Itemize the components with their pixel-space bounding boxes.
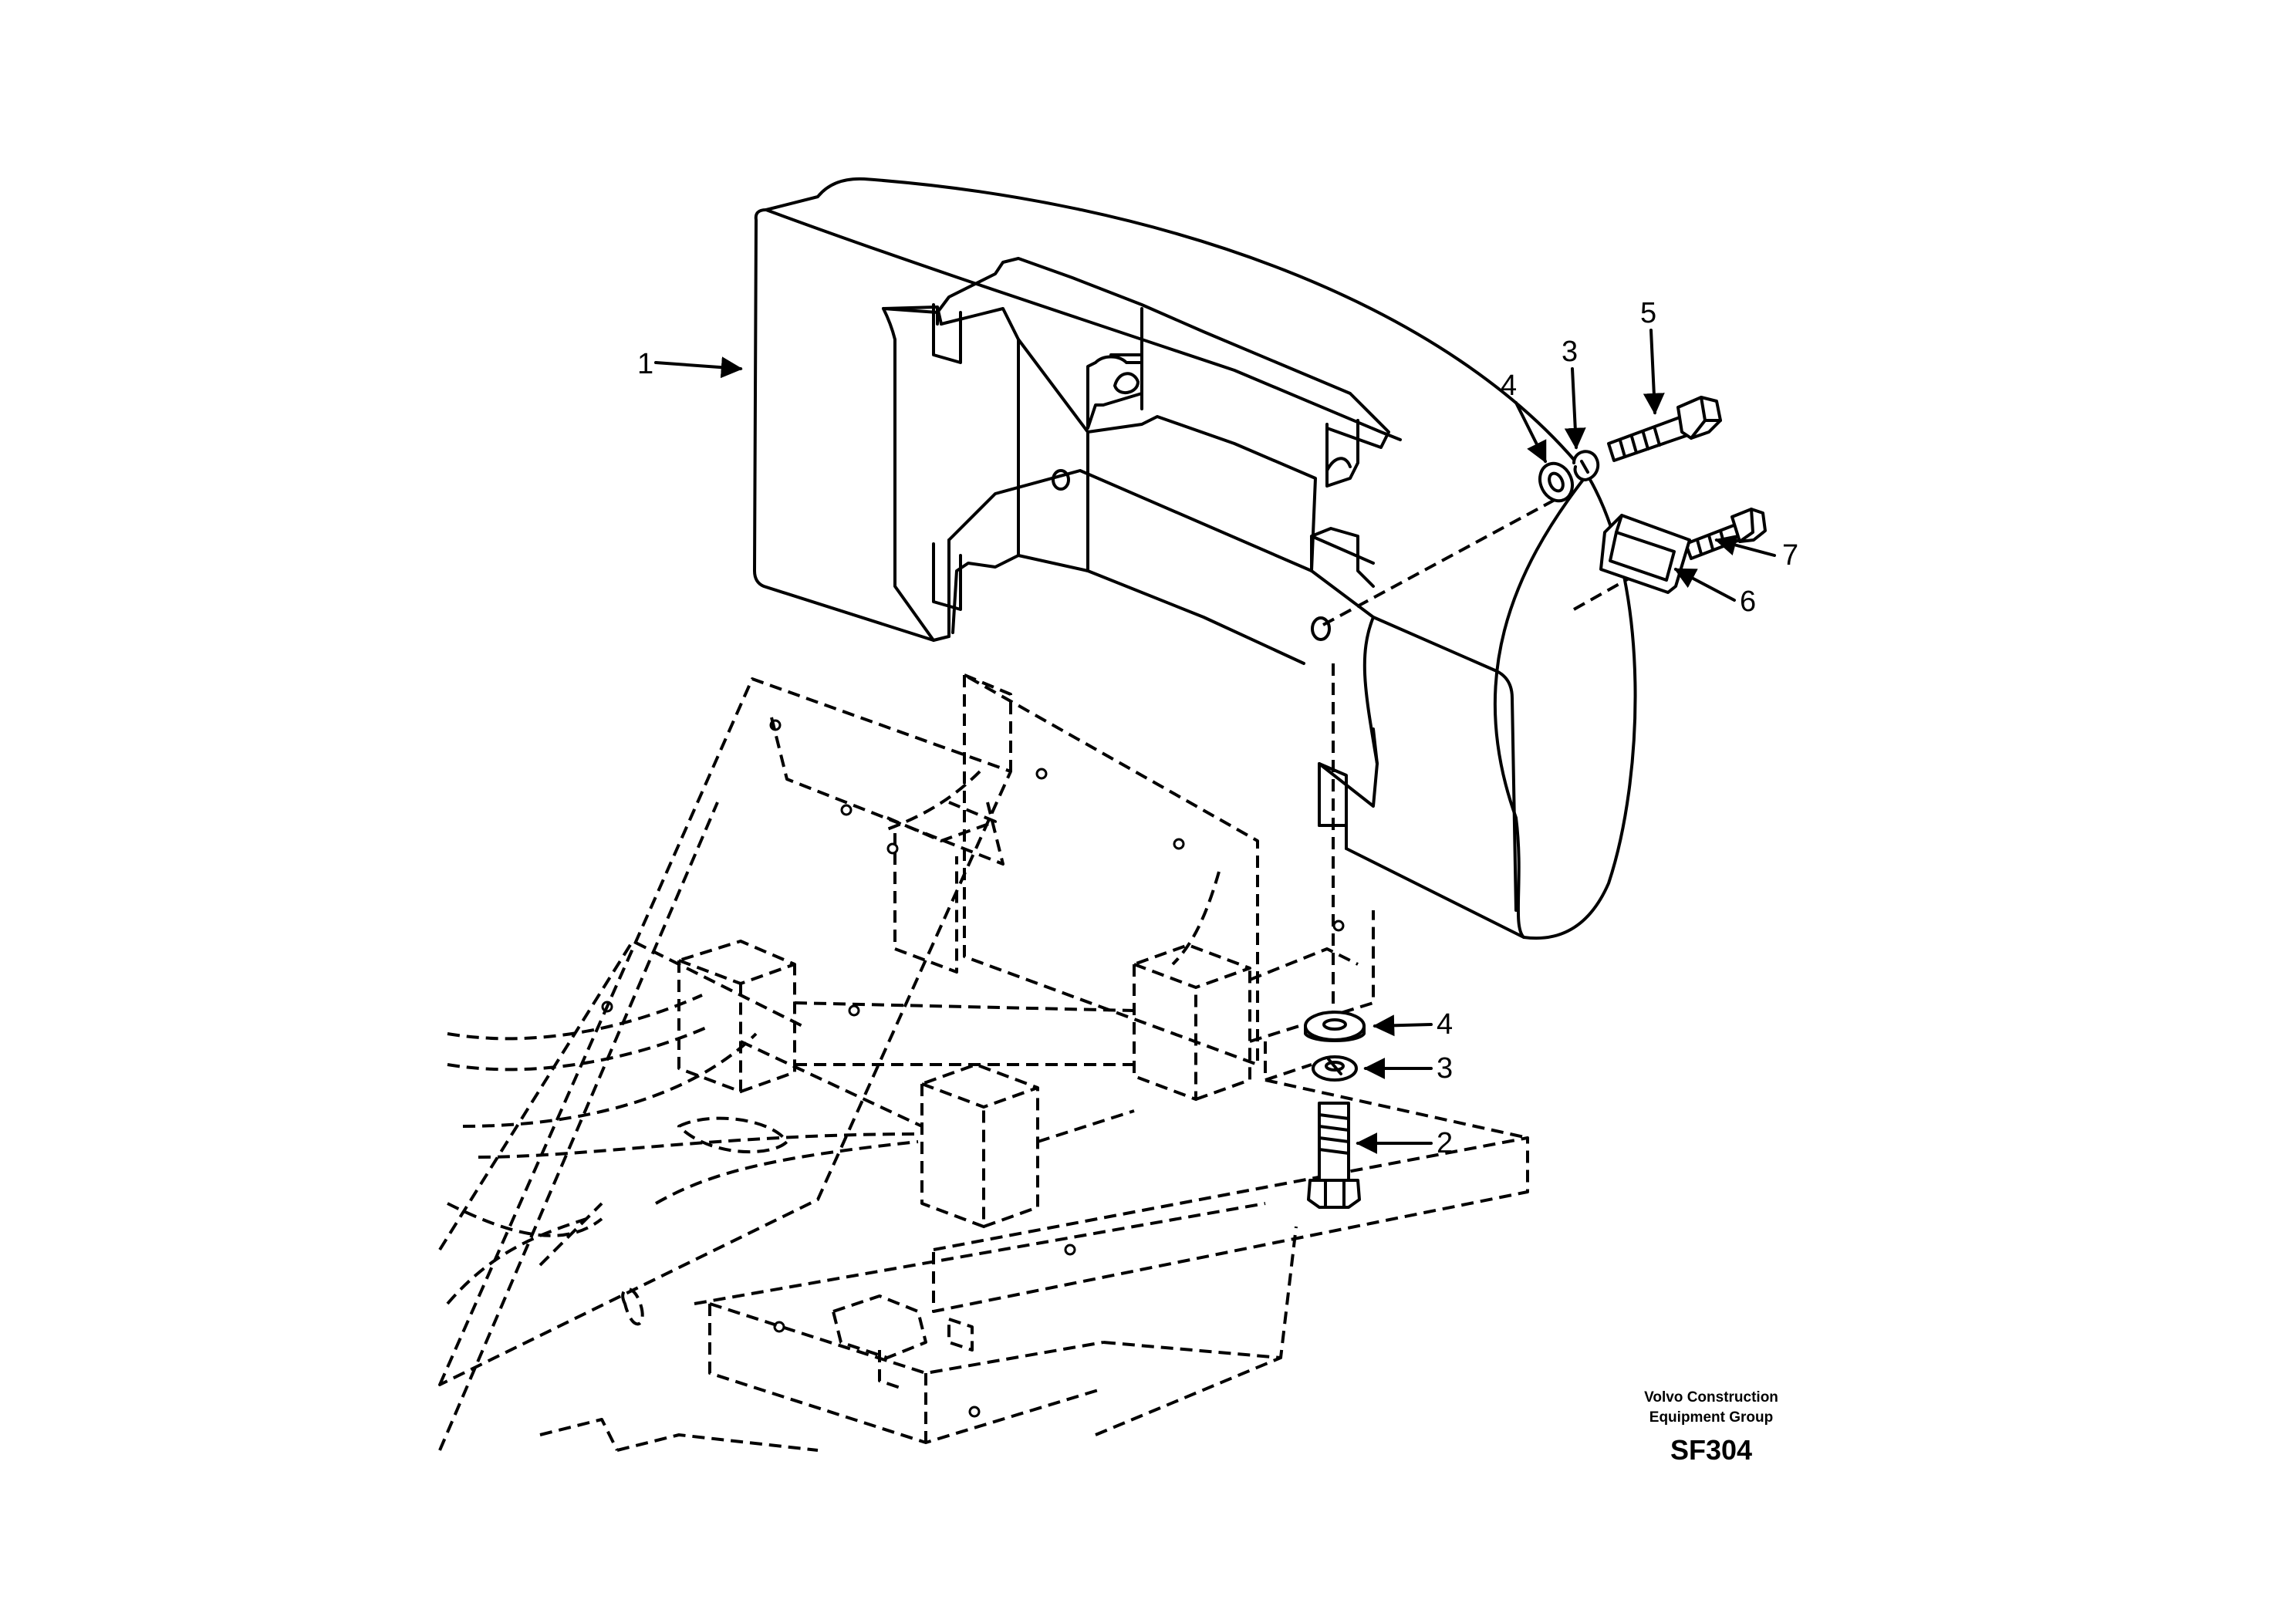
callout-3-bottom: 3 — [1437, 1052, 1453, 1085]
callout-3-top: 3 — [1562, 336, 1578, 368]
leader-6 — [1673, 568, 1736, 602]
leader-4-top — [1514, 401, 1547, 464]
leader-4-bottom — [1373, 1014, 1433, 1037]
washer-bottom — [1304, 1011, 1366, 1042]
company-line-1: Volvo Construction — [1644, 1389, 1778, 1406]
leader-3-top — [1564, 367, 1586, 450]
lock-washer-top — [1572, 450, 1600, 481]
leader-1 — [654, 356, 743, 379]
leader-7 — [1714, 534, 1776, 557]
alignment-lines — [1322, 492, 1636, 1026]
callout-5: 5 — [1640, 297, 1656, 329]
callout-1: 1 — [637, 348, 653, 380]
callout-4-top: 4 — [1501, 370, 1517, 402]
callout-6: 6 — [1740, 586, 1756, 618]
footer: Volvo Construction Equipment Group SF304 — [1644, 1389, 1778, 1466]
leader-lines — [654, 329, 1776, 1154]
callout-labels: 1 4 3 5 7 6 4 3 2 — [637, 297, 1798, 1159]
bolt-bottom — [1307, 1102, 1361, 1209]
leader-5 — [1643, 329, 1665, 415]
bolt-top — [1607, 396, 1722, 462]
lock-washer-bottom — [1312, 1055, 1358, 1082]
callout-7: 7 — [1782, 539, 1798, 572]
company-line-2: Equipment Group — [1649, 1409, 1773, 1426]
counterweight — [601, 177, 1637, 1418]
machine-frame-dashed — [438, 673, 1529, 1452]
washer-top — [1538, 461, 1574, 503]
drawing-code: SF304 — [1670, 1434, 1752, 1466]
callout-2: 2 — [1437, 1127, 1453, 1159]
callout-4-bottom: 4 — [1437, 1008, 1453, 1041]
